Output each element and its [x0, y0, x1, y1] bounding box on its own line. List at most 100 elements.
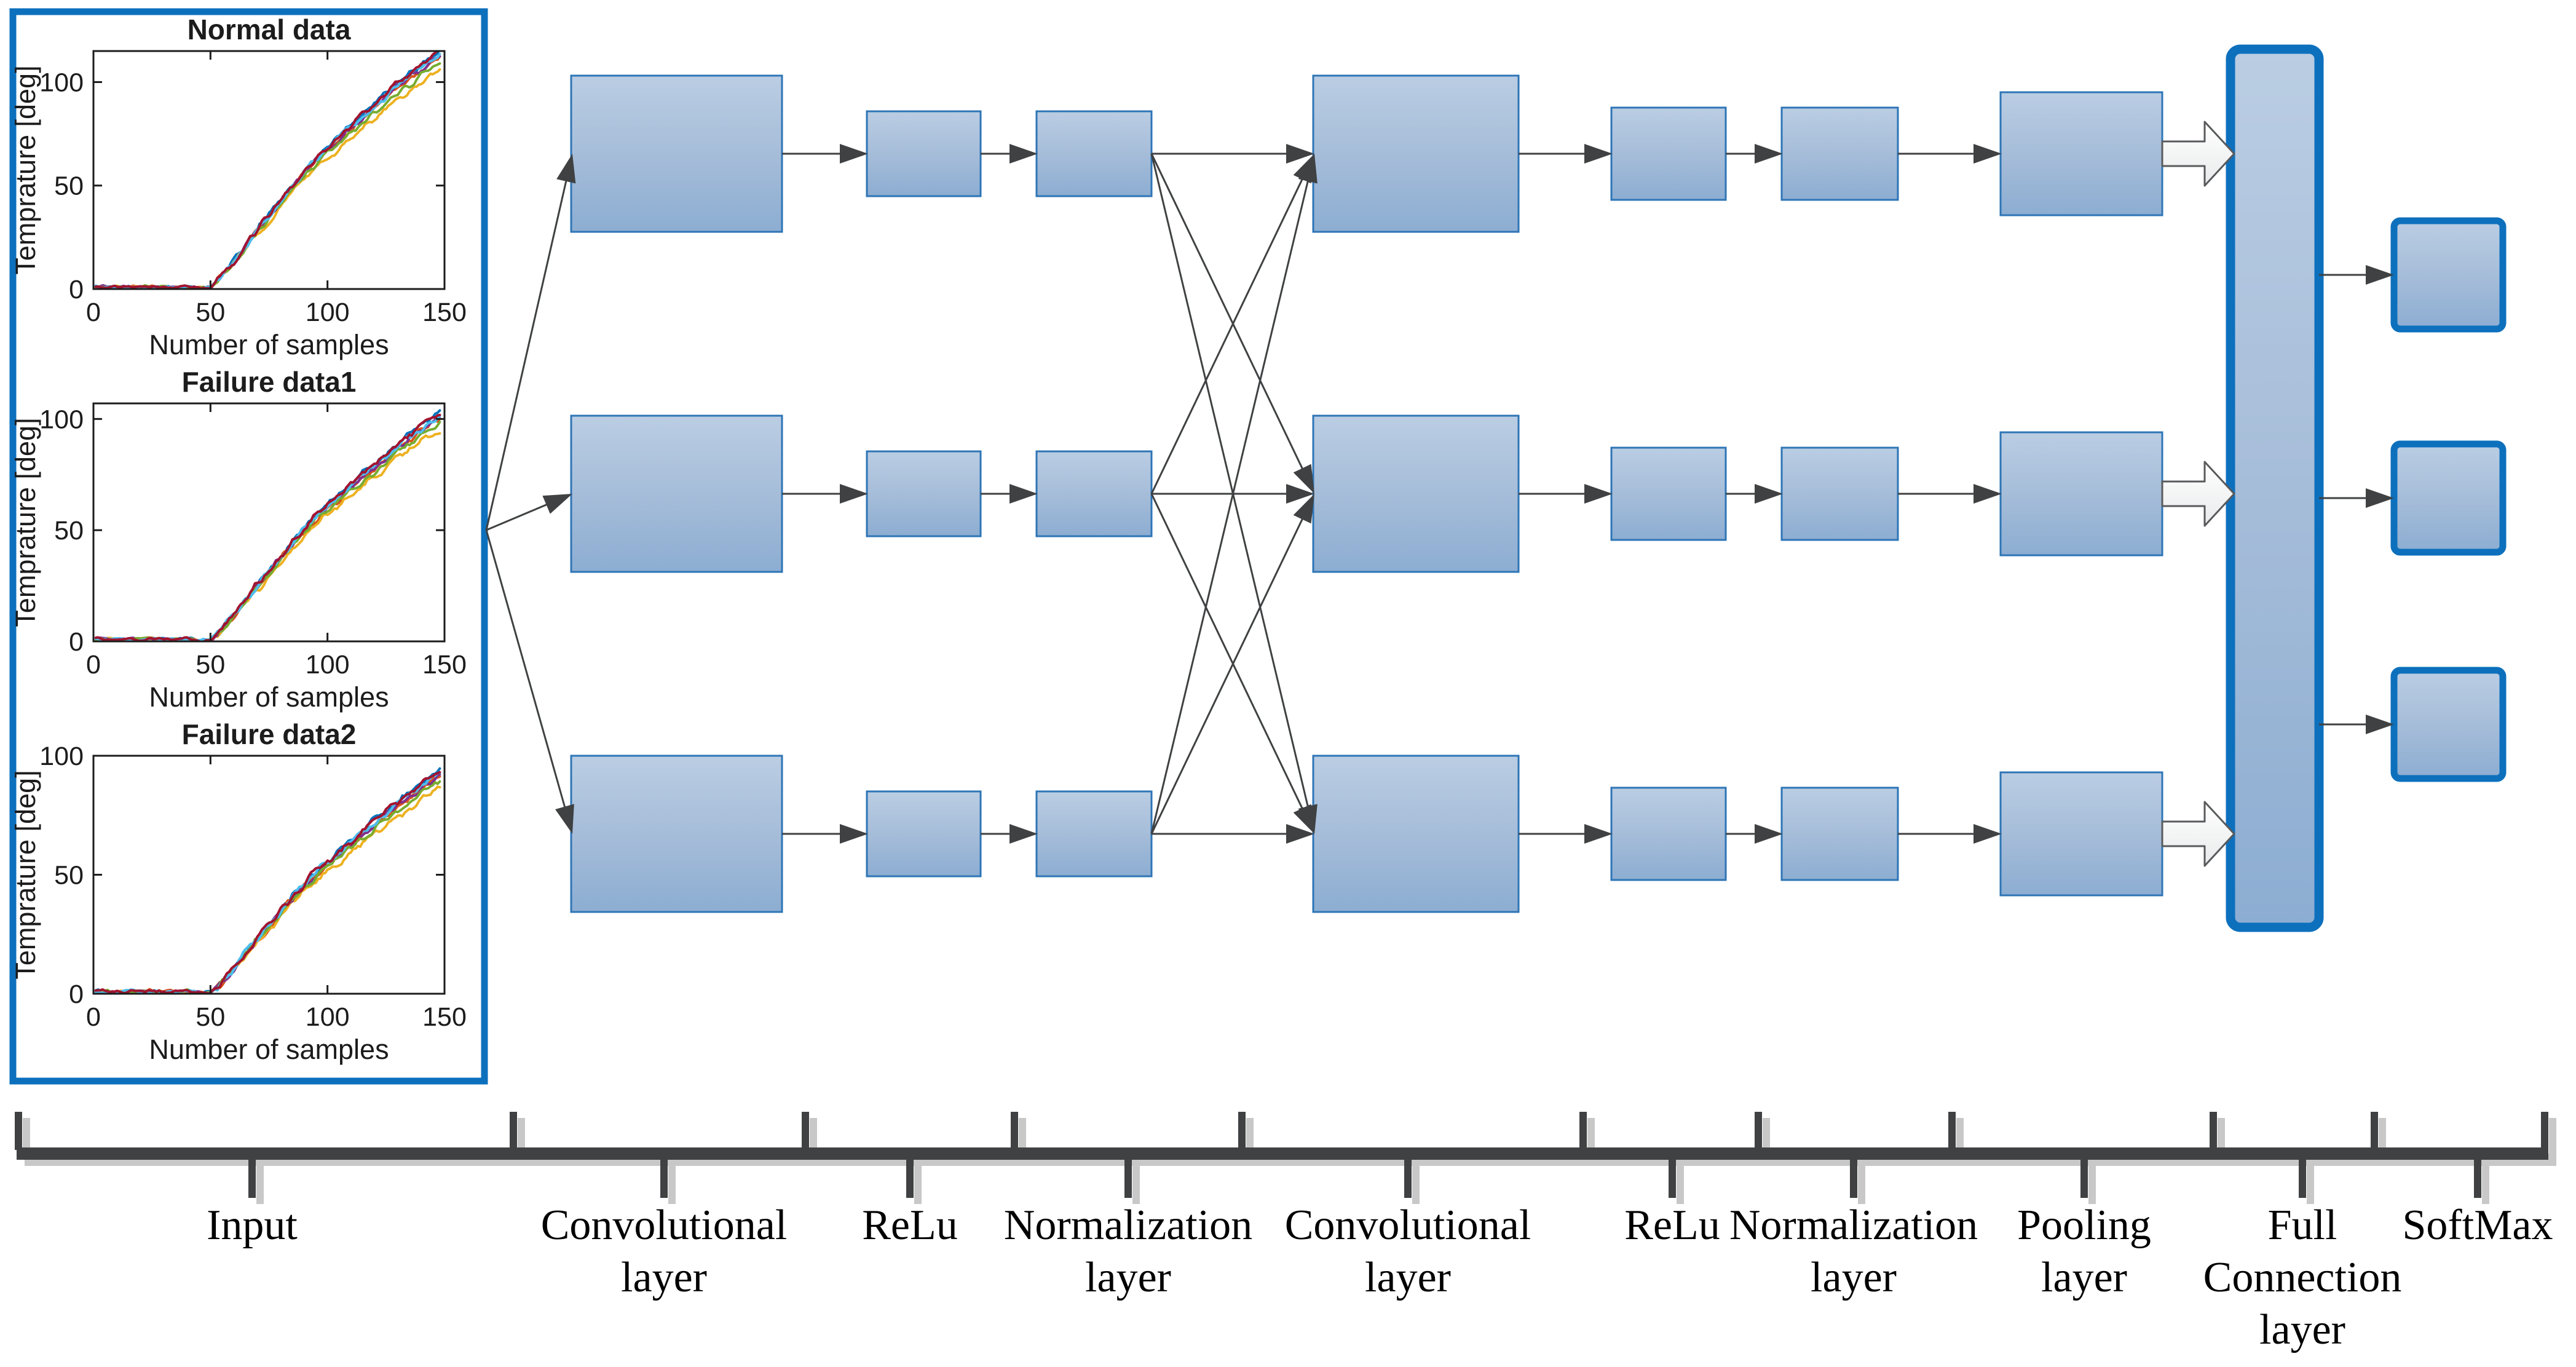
data-series-7 — [94, 51, 441, 289]
ruler-label-stem-4-shadow — [1412, 1166, 1420, 1204]
relu1-to-norm1-row1-arrowhead-icon — [1009, 144, 1038, 164]
ruler-boundary-tick-6 — [1755, 1112, 1762, 1150]
relu1-block-row2 — [866, 450, 982, 537]
ruler-label-stem-3 — [1124, 1160, 1132, 1198]
stage-label-normalization-layer-1-line1: Normalization — [1004, 1202, 1252, 1249]
y-tick-label: 100 — [39, 742, 84, 771]
plot-series-group — [94, 409, 441, 641]
plot-ylabel: Temprature [deg] — [10, 65, 41, 274]
ruler-boundary-tick-9-shadow — [2379, 1118, 2386, 1156]
norm1-row1-to-conv2-row3-line — [1150, 153, 1311, 817]
stage-label-convolutional-layer-1-line2: layer — [621, 1254, 707, 1301]
ruler-boundary-tick-4-shadow — [1246, 1118, 1254, 1156]
softmax-block-3 — [2390, 667, 2507, 782]
x-tick-label: 100 — [306, 650, 350, 680]
ruler-label-stem-3-shadow — [1132, 1166, 1140, 1204]
ruler-boundary-tick-8 — [2210, 1112, 2217, 1150]
relu2-block-row3 — [1610, 787, 1727, 881]
plot-ylabel: Temprature [deg] — [10, 770, 41, 979]
ruler-label-stem-5 — [1669, 1160, 1676, 1198]
y-tick-label: 100 — [39, 68, 84, 97]
stage-label-relu-1-line1: ReLu — [862, 1202, 958, 1249]
conv2-block-row3 — [1312, 755, 1520, 913]
ruler-label-stem-0-shadow — [256, 1166, 264, 1204]
relu1-to-norm1-row2-arrowhead-icon — [1009, 484, 1038, 504]
conv1-block-row3 — [570, 755, 783, 913]
ruler-label-stem-4 — [1404, 1160, 1412, 1198]
relu2-block-row1 — [1610, 106, 1727, 201]
norm1-row2-to-conv2-row1-line — [1150, 170, 1308, 494]
ruler-boundary-tick-10-shadow — [2549, 1118, 2556, 1156]
plot-background — [93, 403, 444, 641]
plot-xlabel: Number of samples — [149, 681, 389, 713]
norm1-row3-to-conv2-row3-arrowhead-icon — [1286, 824, 1314, 844]
norm2-to-pool-row2-arrowhead-icon — [1973, 484, 2002, 504]
ruler-boundary-tick-7-shadow — [1956, 1118, 1964, 1156]
ruler-boundary-tick-8-shadow — [2218, 1118, 2225, 1156]
norm2-to-pool-row3-arrowhead-icon — [1973, 824, 2002, 844]
stage-ruler-marks — [15, 1112, 2548, 1198]
conv2-to-relu2-row1-arrowhead-icon — [1584, 144, 1613, 164]
stage-label-full-connection-layer-line1: Full — [2268, 1202, 2337, 1249]
ruler-label-stem-6 — [1850, 1160, 1857, 1198]
ruler-boundary-tick-3-shadow — [1019, 1118, 1026, 1156]
x-tick-label: 100 — [306, 1002, 350, 1032]
input-to-conv1-row3-line — [485, 529, 569, 817]
plot-xlabel: Number of samples — [149, 1034, 389, 1065]
norm1-row3-to-conv2-row1-line — [1150, 171, 1311, 834]
plot-series-group — [94, 51, 441, 289]
ruler-boundary-tick-9 — [2371, 1112, 2378, 1150]
stage-label-full-connection-layer-line3: layer — [2259, 1306, 2345, 1353]
ruler-boundary-tick-1-shadow — [518, 1118, 525, 1156]
pool-to-fc-block-arrow-icon-row2 — [2161, 461, 2235, 527]
stage-label-normalization-layer-2-line2: layer — [1811, 1254, 1897, 1301]
conv2-block-row1 — [1312, 74, 1520, 233]
relu1-to-norm1-row3-arrowhead-icon — [1009, 824, 1038, 844]
stage-label-convolutional-layer-2-line1: Convolutional — [1285, 1202, 1531, 1249]
ruler-label-stem-2-shadow — [914, 1166, 922, 1204]
stage-ruler-shadows — [23, 1118, 2556, 1204]
ruler-boundary-tick-2-shadow — [810, 1118, 817, 1156]
ruler-line — [17, 1147, 2548, 1160]
x-tick-label: 150 — [422, 298, 467, 327]
plot-axes-box — [92, 50, 446, 290]
input-to-conv1-row2-arrowhead-icon — [542, 494, 572, 514]
full-connection-layer-block — [2226, 44, 2324, 932]
norm1-row3-to-conv2-row1-arrowhead-icon — [1298, 154, 1318, 184]
fc-to-softmax-3-arrowhead-icon — [2366, 715, 2394, 734]
y-tick-label: 0 — [69, 627, 84, 657]
norm1-row1-to-conv2-row1-arrowhead-icon — [1286, 144, 1314, 164]
conv2-to-relu2-row3-arrowhead-icon — [1584, 824, 1613, 844]
pool-block-row2 — [1999, 431, 2163, 557]
plot-background — [93, 756, 444, 994]
conv1-block-row1 — [570, 74, 783, 233]
softmax-block-2 — [2390, 440, 2507, 556]
norm2-block-row2 — [1780, 446, 1899, 541]
norm2-to-pool-row1-arrowhead-icon — [1973, 144, 2002, 164]
ruler-boundary-tick-6-shadow — [1763, 1118, 1770, 1156]
x-tick-label: 50 — [196, 1002, 225, 1032]
stage-ruler — [15, 1112, 2556, 1204]
conv2-to-relu2-row2-arrowhead-icon — [1584, 484, 1613, 504]
ruler-label-stem-5-shadow — [1677, 1166, 1684, 1204]
fc-to-softmax-2-arrowhead-icon — [2366, 488, 2394, 508]
ruler-label-stem-7-shadow — [2088, 1166, 2096, 1204]
x-tick-label: 100 — [306, 298, 350, 327]
conv1-to-relu1-row1-arrowhead-icon — [840, 144, 868, 164]
ruler-boundary-tick-5-shadow — [1587, 1118, 1595, 1156]
norm1-block-row1 — [1035, 110, 1153, 197]
norm2-block-row1 — [1780, 106, 1899, 201]
connectors — [485, 121, 2394, 867]
ruler-label-stem-8-shadow — [2307, 1166, 2314, 1204]
plot-series-group — [94, 767, 441, 994]
y-tick-label: 50 — [54, 172, 84, 201]
plot-ylabel: Temprature [deg] — [10, 418, 41, 627]
ruler-label-stem-1 — [660, 1160, 668, 1198]
x-tick-label: 0 — [86, 1002, 101, 1032]
stage-label-normalization-layer-2-line1: Normalization — [1729, 1202, 1978, 1249]
